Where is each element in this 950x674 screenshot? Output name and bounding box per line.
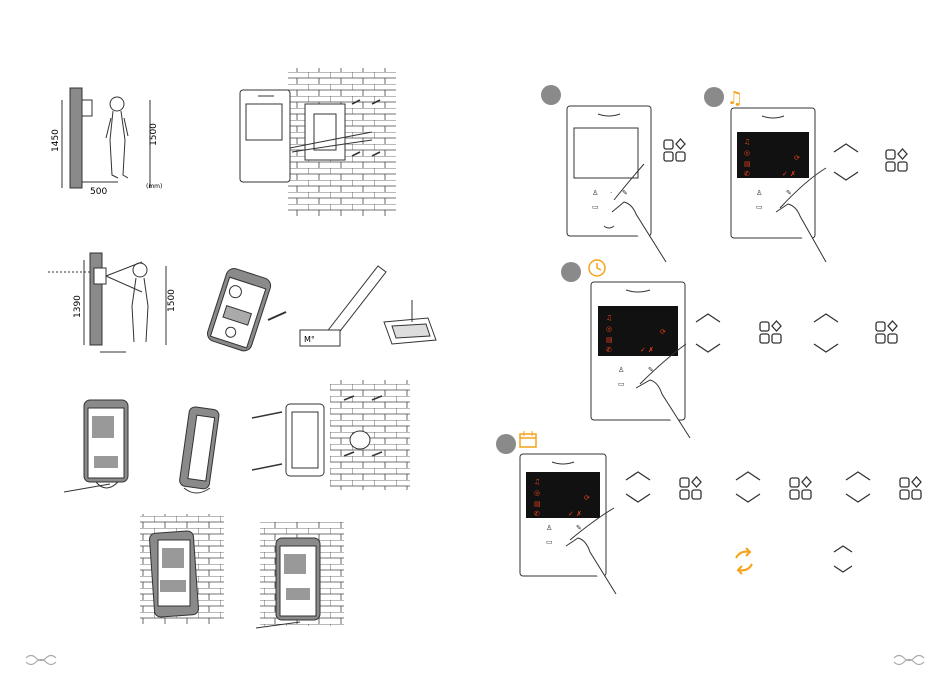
svg-text:♫: ♫: [534, 478, 540, 486]
svg-text:▭: ▭: [546, 538, 553, 546]
svg-text:♙: ♙: [546, 524, 552, 532]
menu-grid-icon: [876, 321, 897, 343]
dim-1450: 1450: [51, 129, 61, 152]
svg-text:◎: ◎: [534, 489, 540, 497]
page-ornament-left: [26, 656, 56, 665]
svg-text:▤: ▤: [606, 336, 613, 344]
calendar-icon: [520, 431, 536, 447]
dim-1500: 1500: [149, 123, 159, 146]
svg-text:⟳: ⟳: [660, 328, 666, 336]
menu-grid-icon: [680, 477, 701, 499]
dim-1390: 1390: [73, 295, 83, 318]
svg-text:✆: ✆: [606, 346, 612, 354]
svg-text:◎: ◎: [744, 149, 750, 157]
dim-500: 500: [90, 187, 107, 197]
menu-grid-icon: [790, 477, 811, 499]
repeat-icon: [736, 548, 752, 574]
menu-grid-icon: [760, 321, 781, 343]
step-1-marker: [541, 85, 561, 105]
svg-text:✆: ✆: [744, 170, 750, 178]
door-station-mounted-diagrams: [140, 514, 344, 628]
step-4-marker: [496, 434, 516, 454]
menu-grid-icon: [886, 149, 907, 171]
unit-label: (mm): [146, 183, 162, 190]
door-station-height-diagram: 1390 1500: [48, 253, 177, 352]
monitor-height-diagram: 1450 500 1500 (mm): [51, 88, 162, 197]
svg-text:✆: ✆: [534, 510, 540, 518]
svg-text:◎: ◎: [606, 325, 612, 333]
svg-text:✓ ✗: ✓ ✗: [640, 346, 654, 354]
svg-text:✓ ✗: ✓ ✗: [782, 170, 796, 178]
svg-text:⟳: ⟳: [794, 154, 800, 162]
svg-text:✎: ✎: [622, 189, 628, 197]
svg-text:♙: ♙: [756, 189, 762, 197]
svg-text:▭: ▭: [618, 380, 625, 388]
door-station-open-diagram: [205, 266, 286, 352]
pen-nameplate-diagram: M°: [300, 266, 436, 346]
svg-text:▤: ▤: [744, 160, 751, 168]
svg-text:♙: ♙: [592, 189, 598, 197]
step-2-marker: [704, 87, 724, 107]
svg-text:✓ ✗: ✓ ✗: [568, 510, 582, 518]
page-ornament-right: [894, 656, 924, 665]
door-station-assembly-diagrams: [64, 380, 410, 493]
svg-text:▭: ▭: [592, 203, 599, 211]
svg-text:♙: ♙: [618, 366, 624, 374]
svg-text:·: ·: [610, 189, 612, 197]
nameplate-text: M°: [304, 335, 315, 344]
step-1-diagram: ♙·✎ ▭·: [541, 85, 685, 262]
step-2-diagram: ♫ ♫◎▤✆ ⟳✓ ✗ ♙✎▭: [704, 87, 907, 262]
step-3-marker: [561, 262, 581, 282]
music-note-icon: ♫: [727, 88, 743, 109]
menu-grid-icon: [664, 139, 685, 161]
step-4-diagram: ♫◎▤✆ ⟳✓ ✗ ♙✎▭: [496, 431, 921, 594]
monitor-wall-mount-diagram: [240, 68, 396, 216]
step-3-diagram: ♫◎▤✆ ⟳✓ ✗ ♙✎▭: [561, 260, 897, 438]
svg-text:▤: ▤: [534, 500, 541, 508]
svg-text:♫: ♫: [744, 138, 750, 146]
svg-text:♫: ♫: [606, 314, 612, 322]
svg-text:⟳: ⟳: [584, 494, 590, 502]
dim-1500-b: 1500: [167, 289, 177, 312]
menu-grid-icon: [900, 477, 921, 499]
svg-text:▭: ▭: [756, 203, 763, 211]
